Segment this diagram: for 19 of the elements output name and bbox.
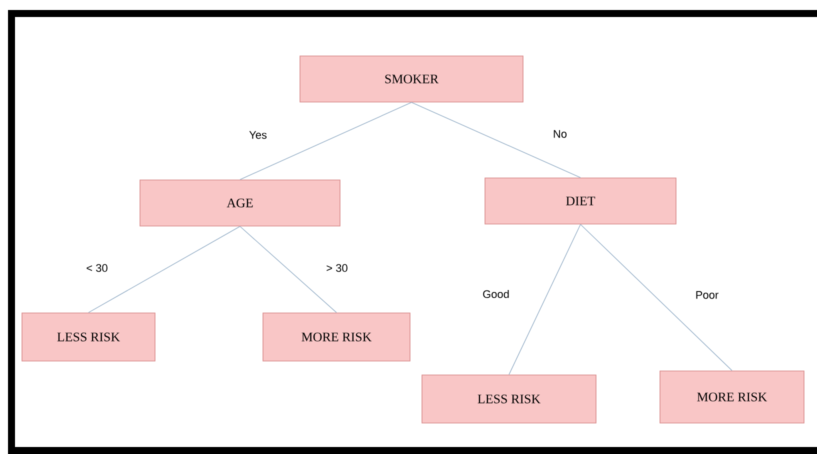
branch-line bbox=[411, 102, 581, 178]
decision-box: SMOKER bbox=[300, 56, 524, 102]
edge-label: Yes bbox=[248, 130, 268, 140]
decision-box: MORE RISK bbox=[262, 312, 410, 362]
branch-line bbox=[240, 102, 412, 180]
decision-box: LESS RISK bbox=[22, 312, 156, 362]
branch-line bbox=[508, 224, 581, 375]
edge-label: Good bbox=[482, 288, 510, 300]
decision-box: DIET bbox=[484, 178, 676, 224]
edge-label: Poor bbox=[694, 290, 720, 300]
decision-box: LESS RISK bbox=[422, 374, 596, 424]
decision-box: AGE bbox=[140, 180, 340, 226]
edge-label: < 30 bbox=[85, 263, 109, 273]
branch-line bbox=[88, 226, 240, 313]
branch-line bbox=[240, 226, 337, 313]
edge-label: No bbox=[552, 129, 568, 139]
decision-box: MORE RISK bbox=[660, 370, 804, 424]
branch-line bbox=[580, 224, 732, 371]
edge-label: > 30 bbox=[325, 263, 349, 273]
